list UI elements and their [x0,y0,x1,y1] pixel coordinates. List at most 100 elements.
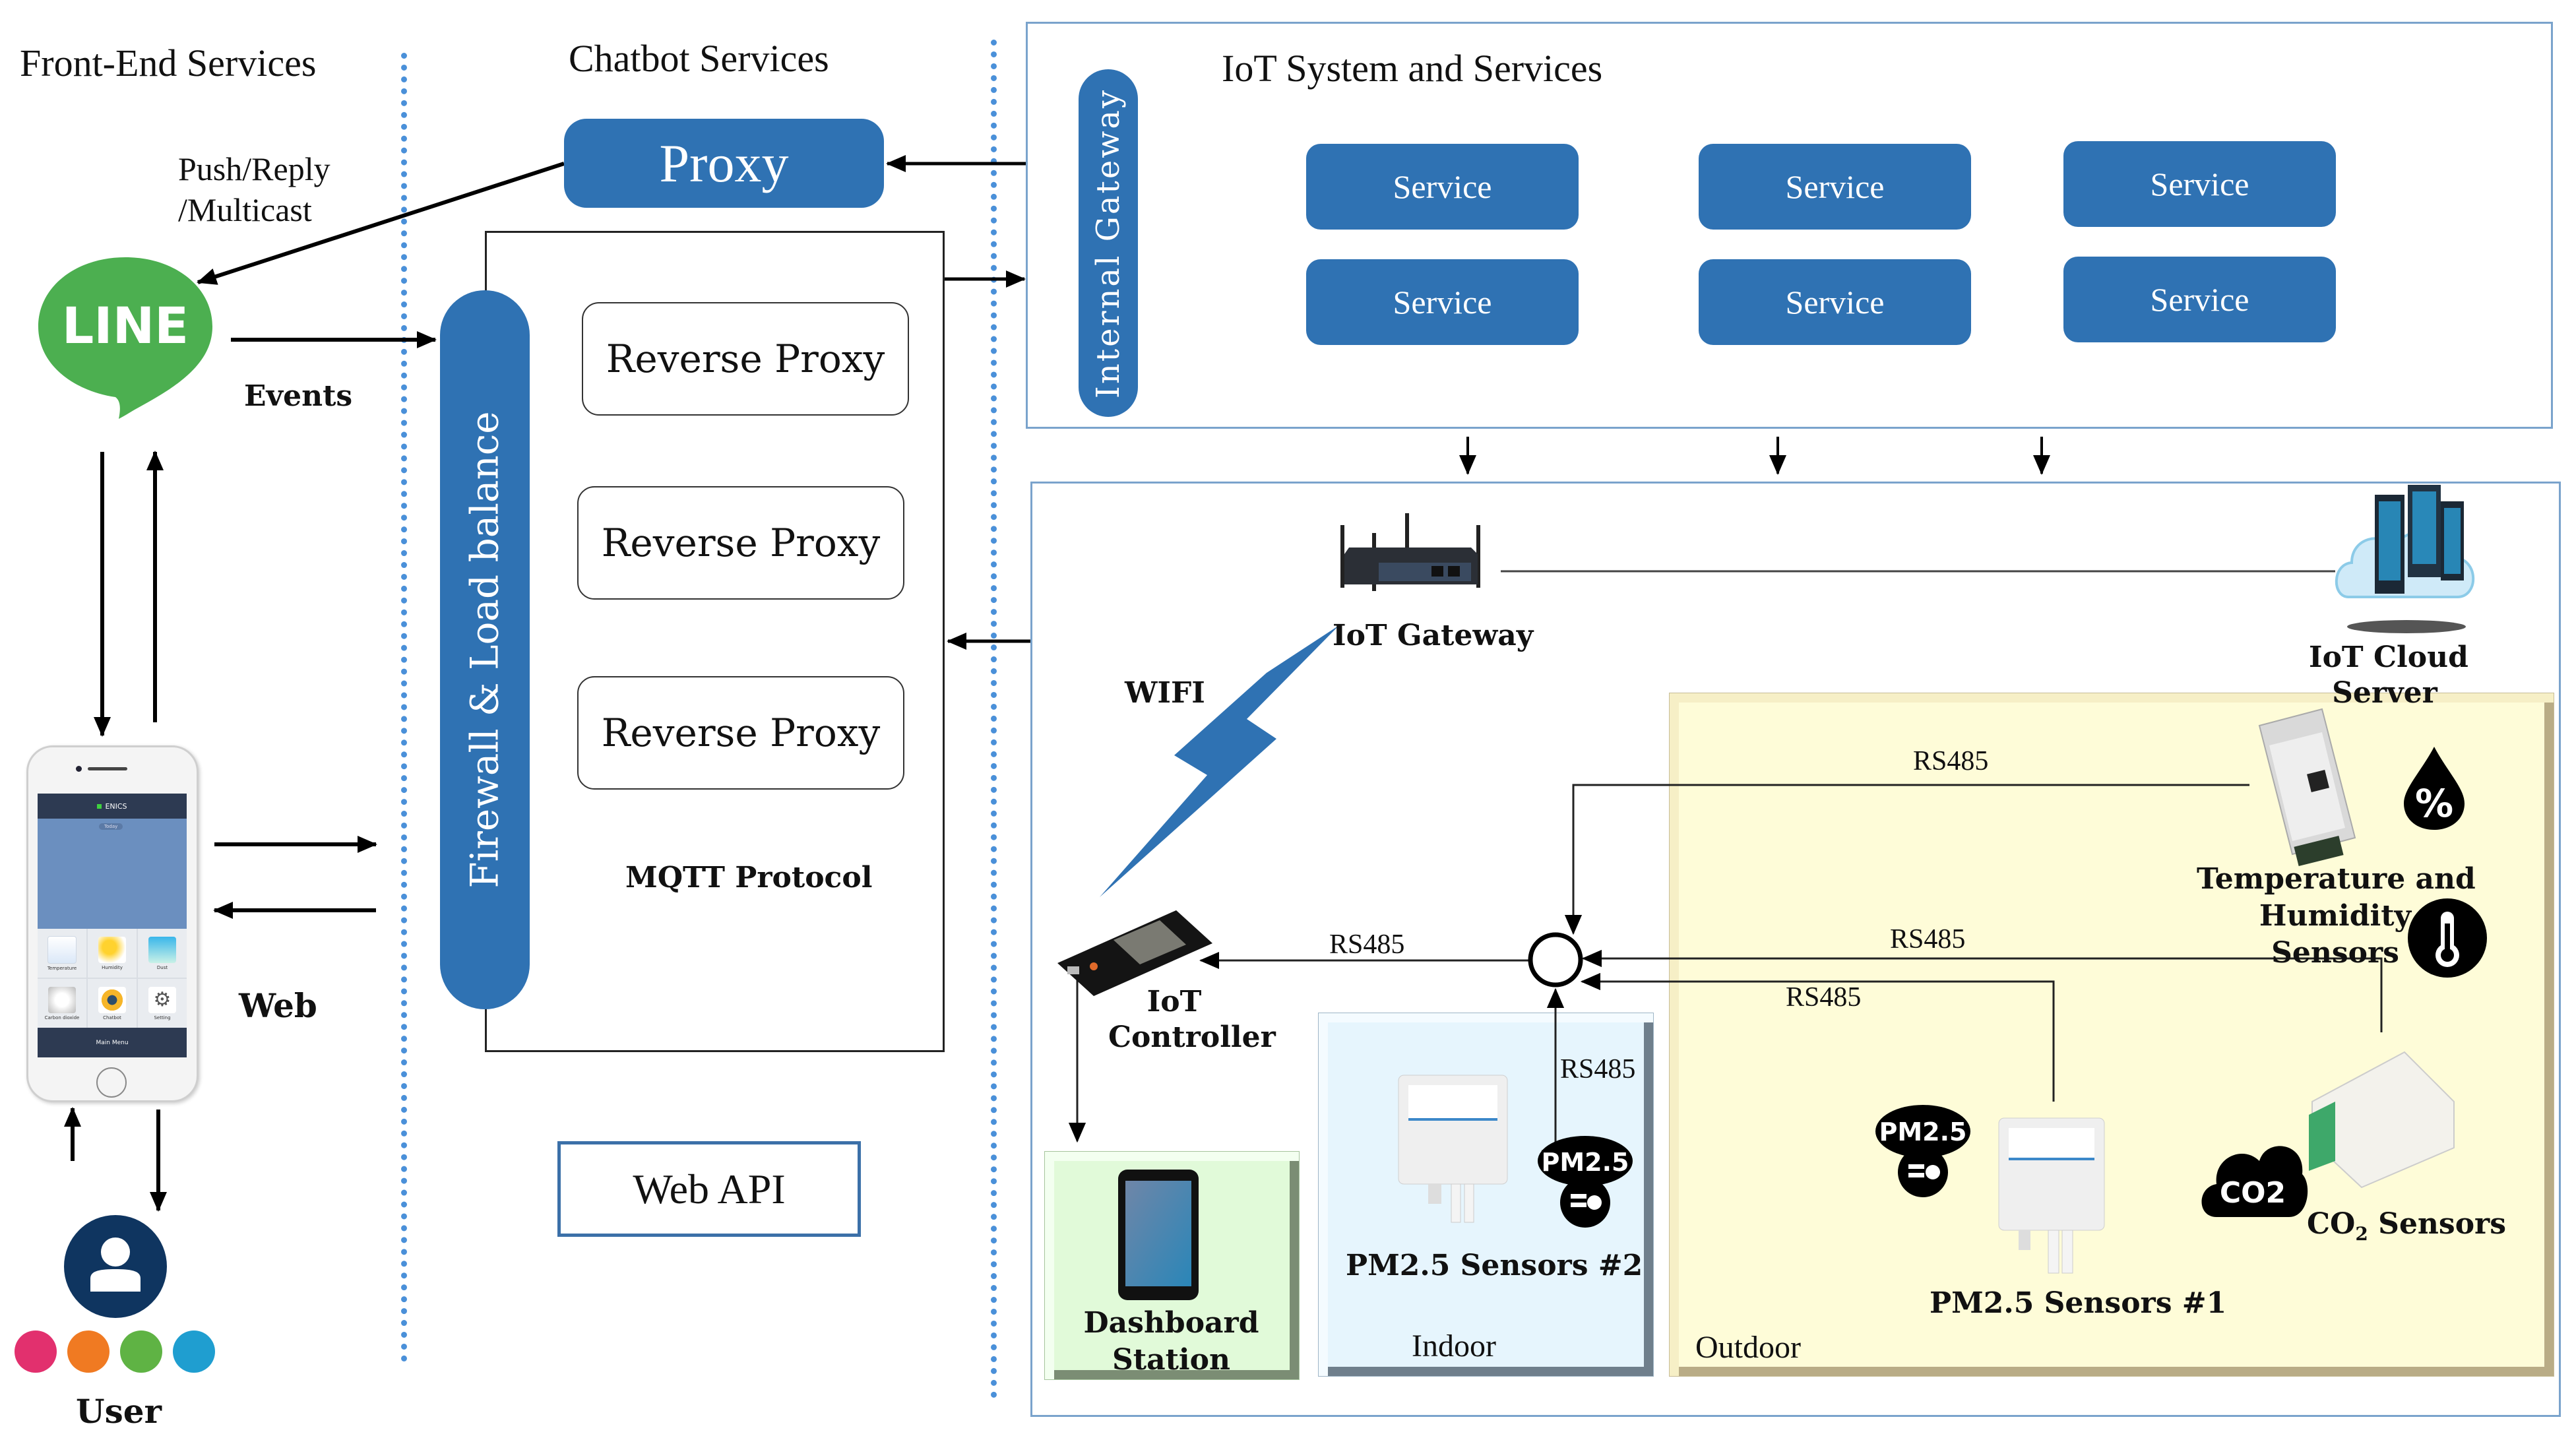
reverse-proxy-1[interactable]: Reverse Proxy [582,302,909,416]
iot-controller-icon[interactable] [1054,904,1216,996]
chatbot-services-title: Chatbot Services [569,37,829,80]
tile-label: Humidity [102,964,123,970]
phone-main-menu-label: Main Menu [96,1039,129,1046]
tile-label: Chatbot [103,1015,121,1020]
dashboard-label-line2: Station [1112,1343,1230,1377]
pm25-indoor-sensor-device[interactable] [1392,1072,1514,1224]
iot-gateway-icon[interactable] [1333,513,1488,596]
tile-temperature[interactable]: Temperature [38,929,86,978]
cloud-label-line1: IoT Cloud [2309,641,2468,674]
phone-main-menu-bar[interactable]: Main Menu [38,1028,187,1057]
tablet-icon[interactable] [1115,1168,1204,1303]
pm25-indoor-badge-icon: PM2.5 [1538,1136,1633,1228]
iot-cloud-server-label: IoT Cloud Server [2309,640,2468,711]
co2-cloud-icon [48,986,76,1013]
temp-humidity-sensor-device[interactable] [2246,706,2358,867]
indoor-label: Indoor [1412,1329,1496,1363]
divider-chatbot-iot [991,40,997,1398]
wire-temp-sensor-to-hub [1565,784,2249,935]
controller-label-line1: IoT [1147,985,1202,1018]
rs485-label-co2: RS485 [1890,924,1966,955]
co2-badge-text: CO2 [2220,1176,2286,1210]
mobile-phone[interactable]: ENICS Today Temperature Humidity Dust Ca… [26,745,199,1102]
front-end-services-title: Front-End Services [20,42,317,84]
co2-sensor-device[interactable] [2299,1049,2457,1191]
phone-today-chip: Today [99,823,123,830]
rs485-label-pm25-outdoor: RS485 [1786,982,1862,1013]
tile-label: Carbon dioxide [44,1015,80,1020]
reverse-proxy-3[interactable]: Reverse Proxy [577,676,904,790]
iot-cloud-server-icon[interactable] [2329,485,2484,637]
co2-label-sub: 2 [2355,1222,2368,1245]
tile-setting[interactable]: ⚙Setting [138,979,187,1028]
service-node-3[interactable]: Service [2063,141,2336,227]
internal-gateway[interactable]: Internal Gateway [1079,69,1138,417]
pm25-outdoor-label: PM2.5 Sensors #1 [1930,1286,2227,1320]
pm25-indoor-label: PM2.5 Sensors #2 [1346,1249,1643,1282]
cloud-label-line2: Server [2332,676,2437,710]
events-label: Events [244,379,353,413]
user-group-icon-green [120,1330,162,1373]
pm25-badge-text: PM2.5 [1542,1148,1629,1177]
phone-menu-grid: Temperature Humidity Dust Carbon dioxide… [38,929,187,1028]
service-node-5[interactable]: Service [1699,259,1971,345]
user-group-icon-orange [67,1330,110,1373]
tile-label: Setting [154,1015,171,1020]
wifi-lightning-icon [1100,625,1339,897]
iot-services-container [1026,22,2553,429]
tile-humidity[interactable]: Humidity [88,929,137,978]
co2-cloud-icon: CO2 [2201,1146,2308,1217]
web-api-node[interactable]: Web API [557,1141,861,1237]
status-dot-icon [97,803,102,809]
iot-gateway-label: IoT Gateway [1333,619,1534,652]
wifi-label: WIFI [1125,676,1205,710]
reverse-proxy-2[interactable]: Reverse Proxy [577,486,904,600]
user-group-icon-blue [173,1330,215,1373]
dashboard-station-label: Dashboard Station [1044,1305,1298,1379]
tile-label: Temperature [47,965,77,971]
phone-camera [76,766,82,772]
co2-label-suffix: Sensors [2368,1207,2506,1241]
tile-carbon-dioxide[interactable]: Carbon dioxide [38,979,86,1028]
service-node-4[interactable]: Service [1306,259,1579,345]
chatbot-icon [98,986,126,1013]
thermometer-icon [2408,898,2487,978]
wire-co2-to-hub [1582,950,2383,1032]
tile-label: Dust [156,964,168,970]
thermometer-icon [47,935,77,964]
mqtt-protocol-label: MQTT Protocol [625,861,873,894]
push-reply-line1: Push/Reply [178,150,330,187]
humidity-badge-text: % [2415,781,2453,826]
push-reply-label: Push/Reply /Multicast [178,148,330,230]
phone-home-button[interactable] [96,1067,127,1098]
phone-app-header: ENICS [38,794,187,819]
push-reply-line2: /Multicast [178,191,312,228]
line-logo-text: LINE [62,296,189,355]
co2-label-prefix: CO [2307,1207,2356,1241]
tile-dust[interactable]: Dust [138,929,187,978]
service-node-2[interactable]: Service [1699,144,1971,230]
arrow-proxy-to-line [197,162,565,285]
proxy-node[interactable]: Proxy [564,119,884,208]
outdoor-label: Outdoor [1695,1330,1801,1365]
iot-devices-container [1030,482,2561,1417]
user-avatar-icon [64,1215,167,1318]
service-node-6[interactable]: Service [2063,257,2336,342]
rs485-hub [1528,932,1583,987]
phone-speaker [88,767,127,770]
co2-sensors-label: CO2 Sensors [2307,1207,2506,1245]
rs485-label-temp: RS485 [1913,746,1989,776]
humidity-drop-icon: % [2404,747,2465,830]
pm25-outdoor-sensor-device[interactable] [1992,1115,2108,1276]
rs485-label-controller: RS485 [1329,929,1405,960]
divider-frontend-chatbot [401,53,407,1362]
tile-chatbot[interactable]: Chatbot [88,979,137,1028]
sun-thermo-icon [98,936,126,963]
service-node-1[interactable]: Service [1306,144,1579,230]
rs485-label-pm25-indoor: RS485 [1560,1054,1636,1084]
line-logo-icon[interactable]: LINE [33,251,218,429]
firewall-load-balance[interactable]: Firewall & Load balance [440,290,530,1009]
temp-humidity-label: Temperature and Humidity Sensors [2197,861,2476,972]
temp-hum-line3: Sensors [2271,936,2399,970]
